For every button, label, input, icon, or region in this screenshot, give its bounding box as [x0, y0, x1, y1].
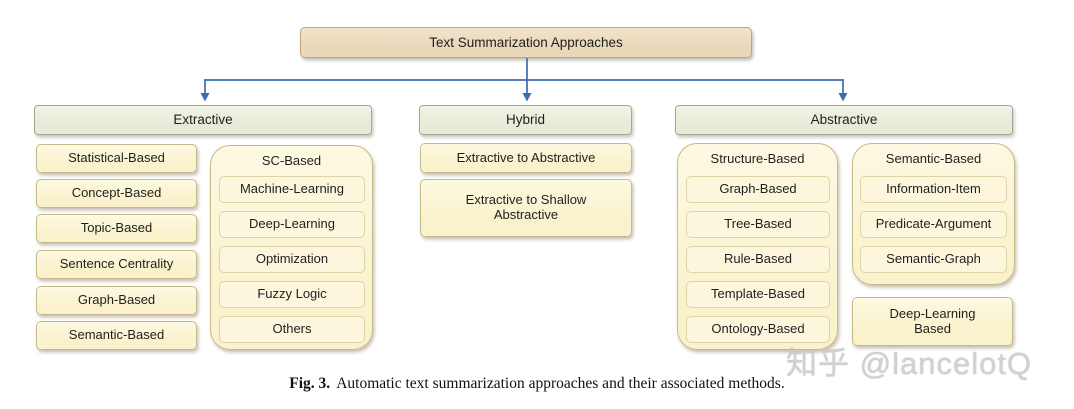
figure-caption-text: Automatic text summarization approaches …: [336, 375, 785, 392]
node-topic-based: Topic-Based: [36, 214, 197, 243]
node-statistical-based: Statistical-Based: [36, 144, 197, 173]
node-machine-learning: Machine-Learning: [219, 176, 365, 203]
node-others: Others: [219, 316, 365, 343]
node-sentence-centrality: Sentence Centrality: [36, 250, 197, 279]
figure-caption-label: Fig. 3.: [289, 375, 331, 392]
node-semantic-graph: Semantic-Graph: [860, 246, 1007, 273]
node-extractive-to-abstractive: Extractive to Abstractive: [420, 143, 632, 173]
node-fuzzy-logic: Fuzzy Logic: [219, 281, 365, 308]
branch-header-abstractive: Abstractive: [675, 105, 1013, 135]
node-semantic-based-extractive: Semantic-Based: [36, 321, 197, 350]
node-graph-based-abstractive: Graph-Based: [686, 176, 830, 203]
node-tree-based: Tree-Based: [686, 211, 830, 238]
node-extractive-to-shallow-abstractive: Extractive to Shallow Abstractive: [420, 179, 632, 237]
root-node: Text Summarization Approaches: [300, 27, 752, 58]
node-deep-learning: Deep-Learning: [219, 211, 365, 238]
branch-header-hybrid: Hybrid: [419, 105, 632, 135]
node-optimization: Optimization: [219, 246, 365, 273]
figure-caption: Fig. 3. Automatic text summarization appr…: [0, 375, 1074, 393]
node-predicate-argument: Predicate-Argument: [860, 211, 1007, 238]
node-deep-learning-based: Deep-Learning Based: [852, 297, 1013, 346]
watermark: 知乎 @lancelotQ: [786, 346, 1033, 381]
node-concept-based: Concept-Based: [36, 179, 197, 208]
group-semantic-based-title: Semantic-Based: [885, 151, 982, 166]
node-rule-based: Rule-Based: [686, 246, 830, 273]
group-structure-based-title: Structure-Based: [710, 151, 805, 166]
branch-header-extractive: Extractive: [34, 105, 372, 135]
node-ontology-based: Ontology-Based: [686, 316, 830, 343]
node-template-based: Template-Based: [686, 281, 830, 308]
group-sc-based-title: SC-Based: [261, 153, 322, 168]
node-information-item: Information-Item: [860, 176, 1007, 203]
node-graph-based-extractive: Graph-Based: [36, 286, 197, 315]
